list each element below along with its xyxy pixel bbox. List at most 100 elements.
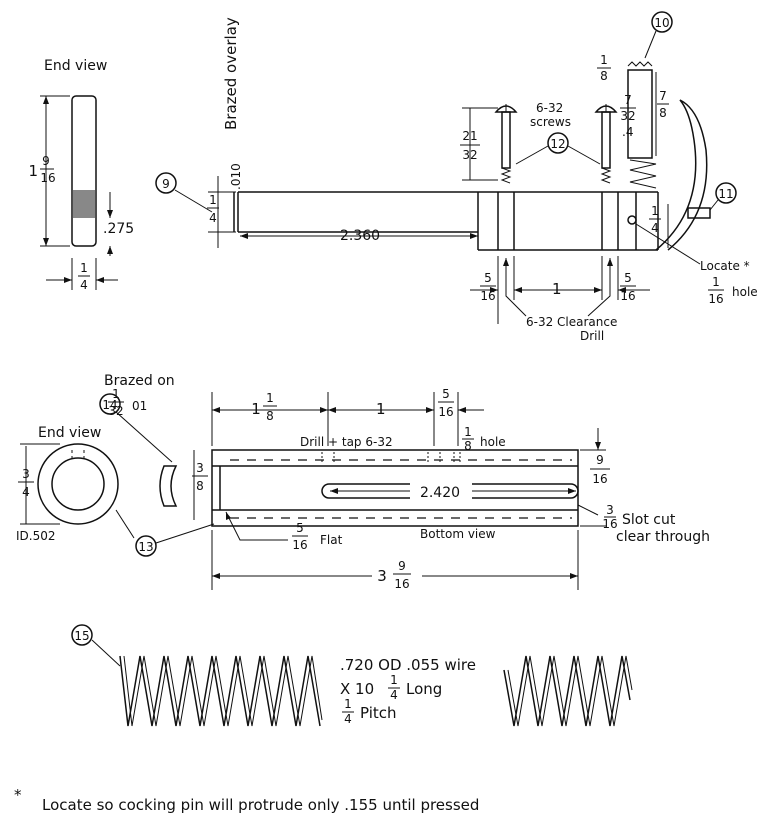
screw-left xyxy=(494,104,518,184)
dia-num: 3 xyxy=(22,467,30,481)
flat-label-den: 16 xyxy=(292,538,307,552)
callout-15 xyxy=(71,624,93,646)
slot-num: 3 xyxy=(606,503,614,517)
clearance-label: 6-32 Clearance xyxy=(526,315,617,329)
spring-spec-3-post: Pitch xyxy=(360,704,397,722)
tube-body xyxy=(211,449,579,527)
dim-1-1-8-den: 8 xyxy=(266,409,274,423)
callout-10-text: 10 xyxy=(654,16,669,30)
bottom-view-label: Bottom view xyxy=(420,527,496,541)
top-side-view: 9 1 4 2.360 xyxy=(155,11,758,343)
width-den: 4 xyxy=(80,278,88,292)
bar-length: 2.360 xyxy=(340,228,380,244)
top-end-view-label: End view xyxy=(44,58,107,74)
eighth-den: 8 xyxy=(600,69,608,83)
part-11 xyxy=(687,207,711,219)
spring-spec-3-den: 4 xyxy=(344,712,352,726)
middle-end-view-label: End view xyxy=(38,425,101,441)
callout-11 xyxy=(715,182,737,204)
hole-num: 1 xyxy=(464,425,472,439)
center-1: 1 xyxy=(552,280,562,298)
dim-5-16-den: 16 xyxy=(438,405,453,419)
dim-7-8-num: 7 xyxy=(659,89,667,103)
locate-label: Locate * xyxy=(700,259,750,273)
callout-15-text: 15 xyxy=(74,629,89,643)
hole-den: 8 xyxy=(464,439,472,453)
spring-spec-2-num: 1 xyxy=(390,673,398,687)
spring-spec-1: .720 OD .055 wire xyxy=(340,656,476,674)
overall-den: 16 xyxy=(394,577,409,591)
spring-spec-2-pre: X 10 xyxy=(340,680,374,698)
screw-label: 6-32 xyxy=(536,101,563,115)
brazed-suffix: 01 xyxy=(132,399,147,413)
spring-spec-2-den: 4 xyxy=(390,688,398,702)
bar-height-den: 4 xyxy=(209,211,217,225)
right-5-16-den: 16 xyxy=(620,289,635,303)
quarter-den: 4 xyxy=(651,221,659,235)
spring-right xyxy=(503,655,631,727)
screw-label-2: screws xyxy=(530,115,571,129)
tube-end-outer xyxy=(37,443,119,525)
callout-11-text: 11 xyxy=(718,187,733,201)
overall-num: 9 xyxy=(398,559,406,573)
overlay-thickness: .010 xyxy=(229,163,243,190)
dim-9-16-den: 16 xyxy=(592,472,607,486)
dim-7-8-den: 8 xyxy=(659,106,667,120)
footnote: * Locate so cocking pin will protrude on… xyxy=(14,786,479,814)
drill-label: Drill xyxy=(580,329,604,343)
screw-len-den: 32 xyxy=(462,148,477,162)
locate-hole-num: 1 xyxy=(712,275,720,289)
height-den: 16 xyxy=(40,171,55,185)
dim-1-1-8-num: 1 xyxy=(266,391,274,405)
tube-end-inner xyxy=(51,457,105,511)
dim-5-16-num: 5 xyxy=(442,387,450,401)
bar-height-num: 1 xyxy=(209,193,217,207)
end-view-bar xyxy=(71,95,97,247)
brazed-overlay-label: Brazed overlay xyxy=(222,17,240,130)
footnote-star: * xyxy=(14,786,22,804)
brazed-on-label: Brazed on xyxy=(104,373,175,389)
dim-7-32-num: 7 xyxy=(624,93,632,107)
callout-14 xyxy=(99,393,121,415)
slot-label-2: clear through xyxy=(616,529,710,545)
locate-hole-den: 16 xyxy=(708,292,723,306)
callout-10 xyxy=(651,11,673,33)
footnote-text: Locate so cocking pin will protrude only… xyxy=(42,796,479,814)
slot-length: 2.420 xyxy=(420,485,460,501)
brazed-overlay-patch xyxy=(73,190,95,218)
overall-whole: 3 xyxy=(377,567,387,585)
width-num: 1 xyxy=(80,261,88,275)
brazed-num: 1 xyxy=(112,387,120,401)
left-5-16-num: 5 xyxy=(484,271,492,285)
top-end-view: End view 1 9 16 .275 1 4 xyxy=(28,58,134,292)
hole-label: hole xyxy=(480,435,506,449)
dim-1-1-8-whole: 1 xyxy=(251,400,261,418)
dim-7-32-den: 32 xyxy=(620,109,635,123)
flat-num: 3 xyxy=(196,461,204,475)
flat-label-num: 5 xyxy=(296,521,304,535)
callout-12-text: 12 xyxy=(550,137,565,151)
screw-right xyxy=(594,104,618,184)
left-5-16-den: 16 xyxy=(480,289,495,303)
callout-14-text: 14 xyxy=(102,398,117,412)
callout-13-text: 13 xyxy=(138,540,153,554)
cocking-pin xyxy=(627,69,653,159)
cocking-hook xyxy=(655,99,708,251)
height-num: 9 xyxy=(42,154,50,168)
callout-9-text: 9 xyxy=(162,177,170,191)
dim-4: .4 xyxy=(622,125,633,139)
dia-den: 4 xyxy=(22,485,30,499)
callout-9 xyxy=(155,172,177,194)
spring-spec-3-num: 1 xyxy=(344,697,352,711)
dim-9-16-num: 9 xyxy=(596,453,604,467)
middle-section: Brazed on 1 32 01 14 End view 3 4 ID.502… xyxy=(16,373,710,594)
brazed-piece xyxy=(159,465,178,507)
flat-den: 8 xyxy=(196,479,204,493)
drill-tap-label: Drill + tap 6-32 xyxy=(300,435,393,449)
dim-1: 1 xyxy=(376,400,386,418)
right-5-16-num: 5 xyxy=(624,271,632,285)
screw-len-num: 21 xyxy=(462,129,477,143)
locate-hole xyxy=(627,215,637,225)
id-label: ID.502 xyxy=(16,529,56,543)
